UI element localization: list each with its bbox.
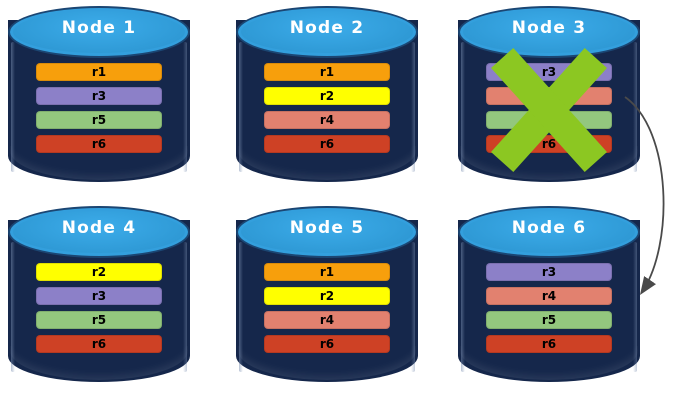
replica-bar[interactable]: r6 — [264, 335, 390, 353]
replica-bar[interactable]: r3 — [36, 287, 162, 305]
replica-list: r1 r2 r4 r6 — [236, 263, 418, 353]
replica-bar[interactable]: r4 — [486, 87, 612, 105]
replica-list: r1 r2 r4 r6 — [236, 63, 418, 153]
replica-list: r1 r3 r5 r6 — [8, 63, 190, 153]
replica-list: r3 r4 r5 r6 — [458, 263, 640, 353]
cylinder-top-disc — [8, 6, 190, 58]
replica-list: r2 r3 r5 r6 — [8, 263, 190, 353]
replica-bar[interactable]: r1 — [264, 63, 390, 81]
replica-bar[interactable]: r6 — [486, 135, 612, 153]
cylinder-top-disc — [8, 206, 190, 258]
replica-bar[interactable]: r6 — [264, 135, 390, 153]
cylinder-left-highlight — [239, 242, 243, 372]
replica-bar[interactable]: r3 — [486, 263, 612, 281]
cylinder-top-surface — [241, 211, 413, 253]
cylinder-top-surface — [463, 11, 635, 53]
replica-bar[interactable]: r3 — [36, 87, 162, 105]
replica-bar[interactable]: r4 — [264, 311, 390, 329]
replica-bar[interactable]: r1 — [264, 263, 390, 281]
replica-bar[interactable]: r2 — [264, 287, 390, 305]
replica-bar[interactable]: r6 — [36, 135, 162, 153]
cylinder-left-highlight — [461, 242, 465, 372]
replica-list: r3 r4 r5 r6 — [458, 63, 640, 153]
cylinder-right-highlight — [411, 242, 415, 372]
cylinder-top-disc — [458, 6, 640, 58]
replica-bar[interactable]: r5 — [486, 111, 612, 129]
cylinder-top-surface — [241, 11, 413, 53]
replica-bar[interactable]: r5 — [36, 311, 162, 329]
replica-bar[interactable]: r3 — [486, 63, 612, 81]
replica-bar[interactable]: r4 — [264, 111, 390, 129]
replica-bar[interactable]: r5 — [486, 311, 612, 329]
cylinder-right-highlight — [183, 42, 187, 172]
replica-bar[interactable]: r2 — [264, 87, 390, 105]
replica-bar[interactable]: r6 — [486, 335, 612, 353]
cylinder-right-highlight — [183, 242, 187, 372]
replica-bar[interactable]: r1 — [36, 63, 162, 81]
cylinder-top-surface — [13, 11, 185, 53]
cylinder-top-disc — [236, 206, 418, 258]
replica-bar[interactable]: r4 — [486, 287, 612, 305]
cylinder-left-highlight — [11, 42, 15, 172]
replica-bar[interactable]: r2 — [36, 263, 162, 281]
cylinder-right-highlight — [633, 242, 637, 372]
cylinder-top-disc — [236, 6, 418, 58]
cylinder-right-highlight — [411, 42, 415, 172]
cylinder-left-highlight — [11, 242, 15, 372]
cylinder-top-surface — [463, 211, 635, 253]
cylinder-top-disc — [458, 206, 640, 258]
replica-bar[interactable]: r5 — [36, 111, 162, 129]
cylinder-left-highlight — [461, 42, 465, 172]
cylinder-left-highlight — [239, 42, 243, 172]
replica-bar[interactable]: r6 — [36, 335, 162, 353]
cylinder-top-surface — [13, 211, 185, 253]
